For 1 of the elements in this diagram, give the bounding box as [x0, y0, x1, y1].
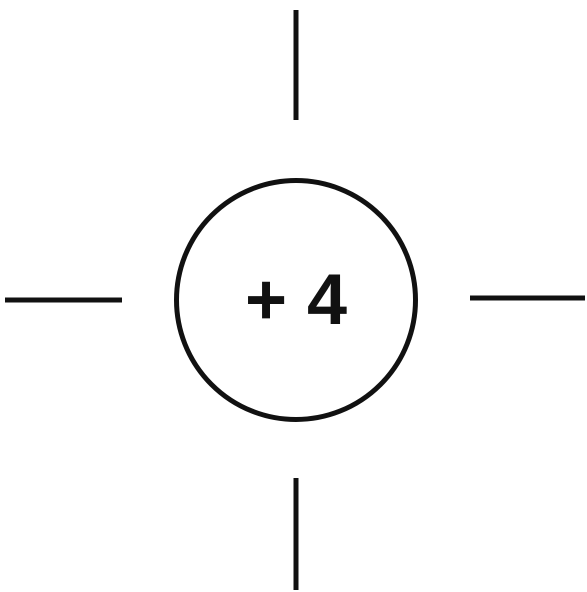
number-label: + 4 — [244, 264, 348, 336]
